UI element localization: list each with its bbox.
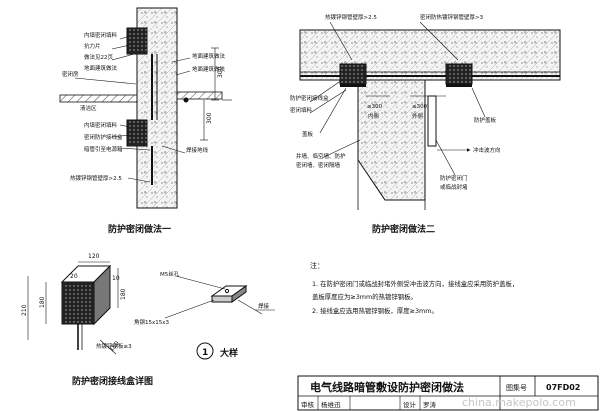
detail3-dim-w: 120 — [88, 253, 100, 260]
label-impact: 冲击波方向 — [473, 146, 501, 154]
note-item-1: 1. 在防护密闭门或临战封堵外侧受冲击波方向，接线盒应采用防护盖板， — [312, 279, 518, 288]
label-shaft-2: 密闭墙、密闭隔墙 — [296, 161, 341, 169]
detail2-caption: 防护密闭做法二 — [372, 223, 435, 235]
label-clean-area: 清洁区 — [80, 104, 97, 112]
detail3-dim-d: 20 — [70, 273, 78, 280]
label-door-1: 防护密闭门 — [440, 174, 468, 182]
label-m5: M5丝孔 — [160, 270, 180, 278]
detail3-box-front — [61, 281, 95, 325]
detail2-slab-section: 热镀锌钢管壁厚>2.5 密闭防热镀锌钢管壁厚>3 防护密闭接线盒 密闭填料 内侧… — [290, 13, 561, 235]
label-sealed-room: 密闭房 — [62, 70, 79, 78]
detail4-caption: 大样 — [220, 347, 238, 359]
label-junction-box: 防护密闭接线盒 — [290, 94, 329, 102]
label-floor-line: 地面建筑做法 — [84, 64, 118, 72]
detail2-box-right — [445, 63, 473, 85]
detail4-bolt-hole — [224, 288, 230, 294]
detail3-box-side — [93, 264, 111, 326]
notes: 注： 1. 在防护密闭门或临战封堵外侧受冲击波方向，接线盒应采用防护盖板， 盖板… — [310, 261, 518, 315]
detail3-dims — [27, 261, 119, 355]
label-thickness: 做法见22页 — [84, 53, 113, 61]
detail1-dim-2: 300 — [206, 112, 213, 124]
label-angle: 角钢15x15x3 — [134, 318, 170, 326]
label-inner-fill-2: 内填密闭填料 — [84, 121, 118, 129]
label-floor-structure: 地面建筑做法 — [192, 52, 226, 60]
detail2-cover-left — [340, 84, 366, 87]
label-sealed-box: 密闭防护接线盒 — [84, 133, 123, 141]
label-dim-right: ≤300 — [412, 104, 428, 110]
detail1-datum-dot — [183, 97, 189, 103]
label-inner-fill: 内填密闭填料 — [84, 31, 118, 39]
detail1-wall-section: 内填密闭填料 抗力片 做法见22页 地面建筑做法 地面建筑做法 地面建筑做法 密… — [59, 7, 232, 235]
reviewer-name: 杨维迅 — [321, 400, 341, 409]
atlas-no: 07FD02 — [546, 383, 580, 392]
drawing-title: 电气线路暗管敷设防护密闭做法 — [310, 380, 464, 394]
label-inside: 内侧 — [368, 112, 380, 120]
detail1-floor-right — [176, 91, 223, 100]
label-sealed-fill: 密闭填料 — [290, 106, 313, 114]
label-pipe: 热镀锌钢板≥3 — [96, 342, 132, 350]
detail3-dim-h2: 210 — [21, 304, 28, 316]
label-outside: 外侧 — [412, 112, 424, 120]
detail4-angle-detail: M5丝孔 角钢15x15x3 焊接 1 大样 — [134, 270, 275, 360]
label-bolt: 焊接地线 — [186, 146, 209, 154]
detail1-lower-box — [126, 119, 148, 147]
detail3-dim-h1: 180 — [39, 296, 46, 308]
atlas-no-label: 图集号 — [506, 383, 527, 392]
detail1-caption: 防护密闭做法一 — [108, 223, 171, 235]
label-door-2: 或临战封堵 — [440, 183, 468, 191]
detail1-upper-box — [126, 27, 148, 55]
label-pipe-top-1: 热镀锌钢管壁厚>2.5 — [325, 13, 377, 21]
reviewer-label: 审核 — [301, 400, 315, 409]
label-weld: 焊接 — [258, 302, 270, 310]
label-anti-cut: 抗力片 — [84, 42, 101, 50]
note-item-3: 2. 接线盒应选用热镀锌钢板，厚度≥3mm。 — [312, 306, 438, 315]
detail2-door-post — [427, 95, 437, 147]
designer-name: 罗涛 — [423, 400, 437, 409]
detail2-box-left — [339, 63, 367, 85]
detail1-floor-left — [59, 94, 138, 103]
watermark: china.makepolo.com — [462, 396, 576, 409]
detail4-angle-face — [211, 295, 233, 303]
label-cover: 盖板 — [302, 130, 314, 138]
detail4-number-circle — [196, 342, 214, 360]
detail4-number: 1 — [202, 348, 208, 358]
label-steel-plate: 热镀锌钢管壁厚>2.5 — [70, 174, 122, 182]
designer-label: 设计 — [403, 400, 417, 409]
detail3-caption: 防护密闭接线盒详图 — [72, 375, 153, 387]
label-floor-line-right: 地面建筑做法 — [192, 65, 226, 73]
detail4-angle-side — [231, 285, 247, 303]
label-protect-plate: 防护盖板 — [474, 116, 497, 124]
detail1-dim-1: 300 — [217, 66, 224, 78]
detail3-box-detail: 120 180 210 20 10 180 150 热镀锌钢板≥3 防护密闭接线… — [21, 253, 153, 387]
label-dim-left: ≤300 — [367, 104, 383, 110]
label-conduit: 暗管引至电源箱 — [84, 145, 123, 153]
detail2-cover-right — [446, 84, 472, 87]
notes-heading: 注： — [310, 261, 324, 270]
label-pipe-top-2: 密闭防热镀锌钢管壁厚>3 — [420, 13, 484, 21]
detail2-wall — [357, 79, 426, 201]
detail1-dims — [200, 47, 232, 141]
detail3-dim-e: 10 — [112, 275, 120, 282]
label-shaft-1: 井墙、临空墙、防护 — [296, 152, 346, 160]
title-block: 电气线路暗管敷设防护密闭做法 图集号 07FD02 审核 杨维迅 设计 罗涛 — [297, 375, 599, 411]
detail3-dim-side: 180 — [120, 288, 127, 300]
note-item-2: 盖板厚度应为≥3mm的热镀锌钢板。 — [312, 292, 417, 301]
